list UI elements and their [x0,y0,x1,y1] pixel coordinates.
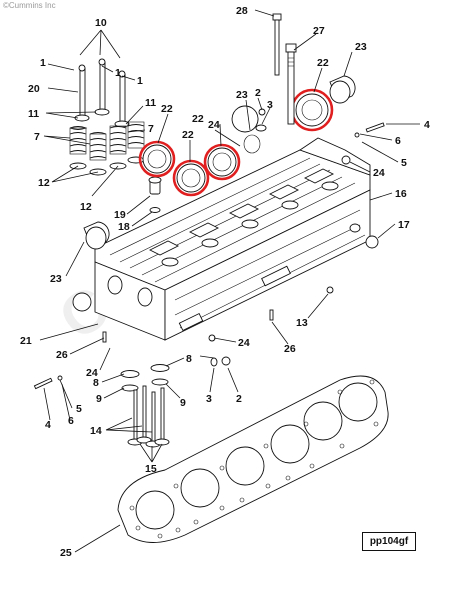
valves [120,364,170,448]
callout-label: 2 [236,393,242,405]
seal-3 [210,357,218,367]
callout-label: 8 [93,377,99,389]
callout-label: 2 [255,87,261,99]
leader-lines [39,9,420,553]
callout-label: 27 [313,25,325,37]
callout-label: 1 [137,75,143,87]
callout-label: 20 [28,83,40,95]
callout-label: 24 [373,167,385,179]
copyright-text: ©Cummins Inc [3,1,56,10]
cylinder-head [94,137,371,341]
drawing-code-box: pp104gf [362,532,416,551]
callout-label: 9 [96,393,102,405]
callout-label: 16 [395,188,407,200]
highlight-ring [203,143,241,181]
callout-label: 26 [284,343,296,355]
small-parts [33,108,385,390]
head-gasket [117,375,389,543]
callout-label: 9 [180,397,186,409]
callout-label: 28 [236,5,248,17]
callout-label: 1 [115,67,121,79]
callout-label: 24 [208,119,220,131]
fitting-4-top [365,122,385,133]
callout-label: 22 [317,57,329,69]
spring-seats [69,156,145,176]
callout-label: 6 [68,415,74,427]
callout-label: 3 [206,393,212,405]
callout-label: 26 [56,349,68,361]
plug-17 [365,235,379,249]
callout-label: 12 [38,177,50,189]
valve-train-parts [69,58,162,213]
valve-springs [69,121,145,161]
valve-caps [74,108,130,128]
callout-label: 24 [86,367,98,379]
callout-labels: 10 1 1 1 20 11 11 7 7 12 12 19 18 22 22 … [20,5,430,559]
callout-label: 17 [398,219,410,231]
callout-label: 22 [182,129,194,141]
callout-label: 4 [45,419,51,431]
callout-label: 7 [148,123,154,135]
callout-label: 22 [192,113,204,125]
camshaft-bushing-22 [142,93,329,193]
callout-label: 5 [401,157,407,169]
callout-label: 24 [238,337,250,349]
callout-label: 18 [118,221,130,233]
callout-label: 23 [50,273,62,285]
callout-label: 14 [90,425,102,437]
fitting-4-bottom [33,377,53,390]
callout-label: 21 [20,335,32,347]
callout-label: 25 [60,547,72,559]
callout-label: 11 [28,108,39,120]
camshaft-bushing-23 [72,75,356,312]
callout-label: 22 [161,103,173,115]
plug-2 [221,356,231,366]
callout-label: 3 [267,99,273,111]
callout-label: 19 [114,209,126,221]
head-bolt [272,13,297,125]
callout-label: 15 [145,463,157,475]
callout-label: 23 [236,89,248,101]
highlight-ring [172,159,210,197]
callout-label: 11 [145,97,156,109]
callout-label: 4 [424,119,430,131]
callout-label: 5 [76,403,82,415]
callout-label: 13 [296,317,308,329]
callout-label: 23 [355,41,367,53]
callout-label: 1 [40,57,46,69]
callout-label: 12 [80,201,92,213]
callout-label: 10 [95,17,107,29]
callout-label: 6 [395,135,401,147]
callout-label: 7 [34,131,40,143]
highlight-ring [138,140,176,178]
callout-label: 8 [186,353,192,365]
